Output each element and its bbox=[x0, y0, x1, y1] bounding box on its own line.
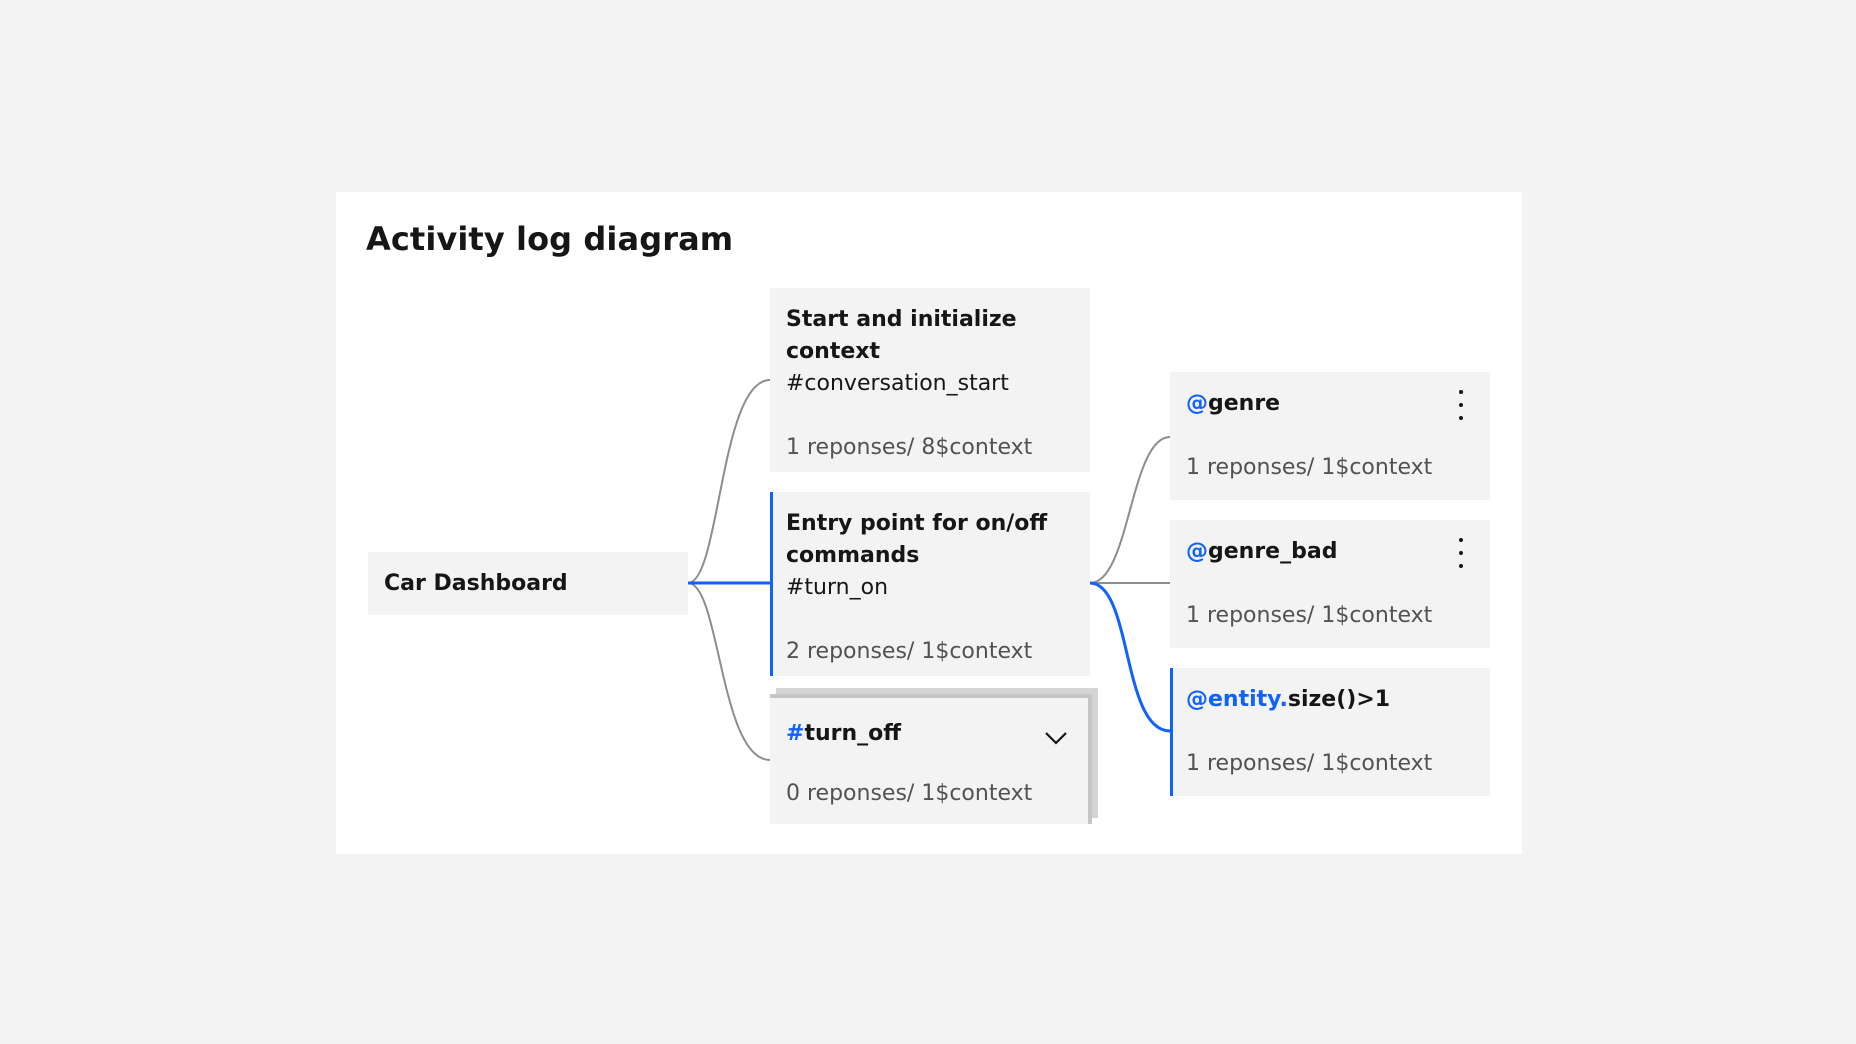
node-start-context[interactable]: Start and initialize context #conversati… bbox=[770, 288, 1090, 472]
node-stats: 1 reponses/ 1$context bbox=[1186, 455, 1433, 480]
node-stats: 2 reponses/ 1$context bbox=[786, 639, 1033, 664]
node-title-prefix: # bbox=[786, 721, 805, 746]
node-title-prefix: @ bbox=[1186, 391, 1208, 416]
node-title: @genre_bad bbox=[1186, 536, 1474, 568]
node-title: @genre bbox=[1186, 388, 1474, 420]
panel-title: Activity log diagram bbox=[366, 220, 734, 258]
node-title-text: genre bbox=[1208, 391, 1281, 416]
node-title: #turn_off bbox=[786, 714, 1072, 754]
node-stats: 1 reponses/ 8$context bbox=[786, 435, 1033, 460]
node-title-text: turn_off bbox=[804, 721, 902, 746]
node-title: Entry point for on/off commands bbox=[786, 511, 1048, 568]
node-title-prefix: @ bbox=[1186, 539, 1208, 564]
node-intent: #turn_on bbox=[786, 575, 889, 600]
node-title: Start and initialize context bbox=[786, 307, 1017, 364]
node-stats: 0 reponses/ 1$context bbox=[786, 781, 1033, 806]
node-genre[interactable]: @genre 1 reponses/ 1$context bbox=[1170, 372, 1490, 500]
node-intent: #conversation_start bbox=[786, 371, 1009, 396]
root-node-label: Car Dashboard bbox=[384, 571, 568, 596]
overflow-menu-icon[interactable] bbox=[1458, 538, 1464, 568]
node-turn-off[interactable]: #turn_off 0 reponses/ 1$context bbox=[770, 694, 1092, 824]
node-entity-size[interactable]: @entity.size()>1 1 reponses/ 1$context bbox=[1170, 668, 1490, 796]
root-node[interactable]: Car Dashboard bbox=[368, 552, 688, 615]
node-title-prefix: @entity. bbox=[1186, 687, 1288, 712]
chevron-down-icon[interactable] bbox=[1042, 728, 1070, 748]
node-entry-point[interactable]: Entry point for on/off commands #turn_on… bbox=[770, 492, 1090, 676]
node-stats: 1 reponses/ 1$context bbox=[1186, 603, 1433, 628]
node-title: @entity.size()>1 bbox=[1186, 684, 1474, 716]
node-genre-bad[interactable]: @genre_bad 1 reponses/ 1$context bbox=[1170, 520, 1490, 648]
node-stats: 1 reponses/ 1$context bbox=[1186, 751, 1433, 776]
node-title-text: genre_bad bbox=[1208, 539, 1338, 564]
node-title-text: size()>1 bbox=[1287, 687, 1391, 712]
overflow-menu-icon[interactable] bbox=[1458, 390, 1464, 420]
